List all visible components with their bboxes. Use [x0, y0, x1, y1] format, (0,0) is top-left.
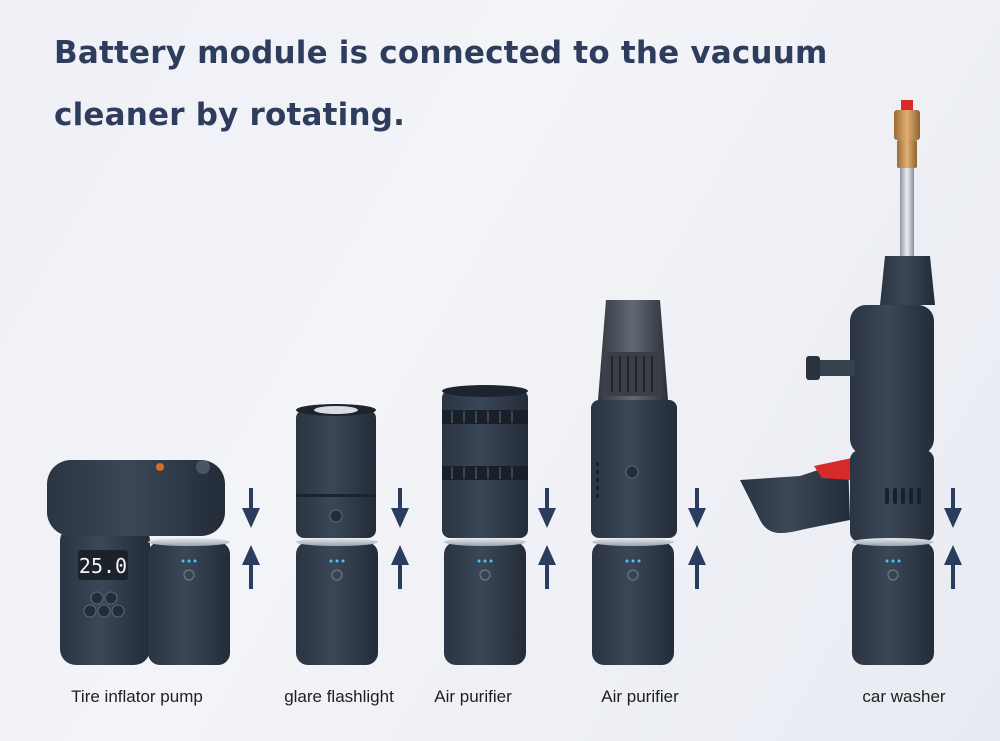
tire-inflator-pump: 25.0 — [47, 460, 260, 665]
caption-car-washer: car washer — [862, 687, 946, 706]
headline-line-2: cleaner by rotating. — [54, 97, 406, 133]
caption-air-purifier-2: Air purifier — [601, 687, 679, 706]
arrow-down-icon — [688, 488, 706, 528]
arrow-down-icon — [944, 488, 962, 528]
arrow-up-icon — [538, 545, 556, 589]
arrow-up-icon — [688, 545, 706, 589]
arrow-down-icon — [391, 488, 409, 528]
pump-display-readout: 25.0 — [79, 554, 127, 578]
caption-tire-inflator-pump: Tire inflator pump — [71, 687, 203, 706]
power-icon — [183, 569, 195, 581]
arrow-down-icon — [242, 488, 260, 528]
air-purifier-2 — [591, 300, 706, 665]
arrow-up-icon — [391, 545, 409, 589]
caption-air-purifier-1: Air purifier — [434, 687, 512, 706]
arrow-down-icon — [538, 488, 556, 528]
headline-line-1: Battery module is connected to the vacuu… — [54, 35, 828, 71]
glare-flashlight — [296, 404, 409, 665]
power-icon — [627, 569, 639, 581]
arrow-up-icon — [242, 545, 260, 589]
car-washer — [740, 100, 962, 665]
headline: Battery module is connected to the vacuu… — [54, 22, 827, 146]
air-purifier-1 — [442, 385, 556, 665]
power-icon — [887, 569, 899, 581]
power-icon — [331, 569, 343, 581]
power-icon — [479, 569, 491, 581]
arrow-up-icon — [944, 545, 962, 589]
caption-glare-flashlight: glare flashlight — [284, 687, 394, 706]
